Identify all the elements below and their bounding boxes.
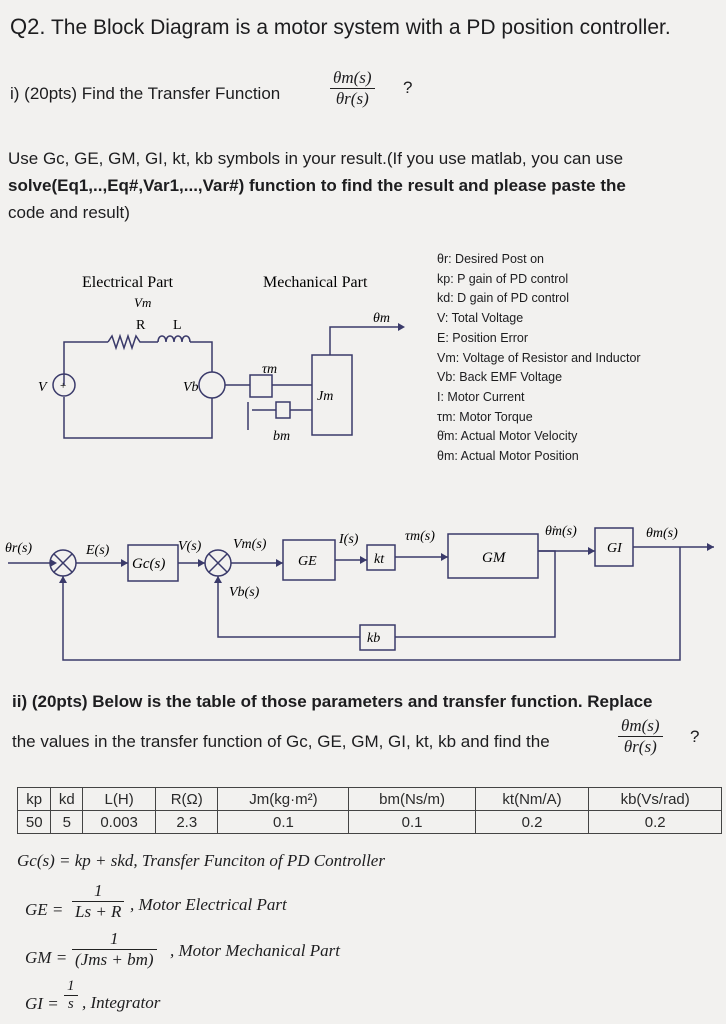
ge-fraction: 1 Ls + R	[72, 881, 125, 922]
block-diagram-arrows	[50, 543, 714, 583]
part2-tf-denominator: θr(s)	[623, 737, 657, 756]
legend-item: Vm: Voltage of Resistor and Inductor	[437, 350, 641, 365]
legend-item: kd: D gain of PD control	[437, 291, 570, 306]
block-diagram-lines	[8, 527, 714, 661]
instructions-line-3: code and result)	[8, 203, 130, 222]
part2-line-1: ii) (20pts) Below is the table of those …	[12, 692, 653, 711]
table-header-cell: Jm(kg·m²)	[217, 787, 350, 811]
bd-vb-label: Vb(s)	[229, 585, 260, 600]
table-header-cell: bm(Ns/m)	[348, 787, 476, 811]
table-cell: 0.003	[82, 810, 157, 834]
question-title: Q2. The Block Diagram is a motor system …	[10, 14, 671, 40]
circuit-theta-m-label: θm	[373, 311, 390, 326]
table-header-row: kp kd L(H) R(Ω) Jm(kg·m²) bm(Ns/m) kt(Nm…	[16, 787, 722, 811]
circuit-wiring	[52, 326, 398, 439]
part2-tf-numerator: θm(s)	[618, 716, 663, 737]
voltage-source-plus-icon: +	[60, 380, 66, 392]
gm-fraction: 1 (Jms + bm)	[72, 929, 157, 970]
legend-item: τm: Motor Torque	[437, 409, 533, 424]
bd-gi-block: GI	[607, 541, 623, 556]
gm-denominator: (Jms + bm)	[75, 950, 154, 969]
table-cell: 0.2	[588, 810, 722, 834]
legend-item: θr: Desired Post on	[437, 252, 544, 266]
parameter-table: kp kd L(H) R(Ω) Jm(kg·m²) bm(Ns/m) kt(Nm…	[16, 787, 722, 834]
instructions-line-2: solve(Eq1,..,Eq#,Var1,...,Var#) function…	[8, 176, 626, 195]
bd-kb-block: kb	[367, 631, 380, 646]
bm-label: bm	[273, 429, 290, 444]
bd-gc-block: Gc(s)	[132, 556, 165, 572]
ge-numerator: 1	[72, 881, 125, 902]
gm-description: , Motor Mechanical Part	[170, 941, 340, 960]
diagram-svg: Electrical Part Mechanical Part Vm R L +…	[5, 274, 714, 661]
gc-formula: Gc(s) = kp + skd, Transfer Funciton of P…	[17, 851, 385, 870]
instructions-line-1: Use Gc, GE, GM, GI, kt, kb symbols in yo…	[8, 149, 624, 168]
part2-fraction: θm(s) θr(s)	[618, 716, 663, 757]
resistor-label: R	[136, 318, 146, 333]
legend-item: θm: Actual Motor Position	[437, 449, 579, 464]
table-cell: 5	[50, 810, 84, 834]
legend-item: Vb: Back EMF Voltage	[437, 370, 563, 385]
vb-label: Vb	[183, 380, 199, 395]
bd-tau-label: τm(s)	[405, 529, 435, 544]
part1-tf-denominator: θr(s)	[335, 89, 369, 108]
gi-lhs: GI =	[25, 994, 59, 1013]
bd-kt-block: kt	[374, 552, 385, 567]
mechanical-part-label: Mechanical Part	[263, 274, 368, 291]
instructions: Use Gc, GE, GM, GI, kt, kb symbols in yo…	[8, 145, 720, 226]
vm-label: Vm	[134, 295, 151, 310]
table-cell: 0.1	[217, 810, 350, 834]
bd-vm-label: Vm(s)	[233, 537, 267, 552]
ge-lhs: GE =	[25, 900, 64, 919]
table-header-cell: R(Ω)	[155, 787, 219, 811]
bd-gm-block: GM	[482, 550, 507, 566]
part2-question-mark: ?	[690, 727, 700, 746]
variable-legend: θr: Desired Post on kp: P gain of PD con…	[437, 250, 641, 467]
legend-item: kp: P gain of PD control	[437, 271, 569, 286]
table-row: 50 5 0.003 2.3 0.1 0.1 0.2 0.2	[16, 810, 722, 834]
table-cell: 0.2	[474, 810, 590, 834]
gm-lhs: GM =	[25, 948, 68, 967]
legend-item: V: Total Voltage	[437, 311, 524, 326]
table-cell: 0.1	[348, 810, 476, 834]
gi-fraction: 1 s	[64, 978, 78, 1013]
part1-question-mark: ?	[403, 78, 413, 97]
bd-e-label: E(s)	[85, 543, 110, 558]
jm-label: Jm	[317, 389, 333, 404]
bd-theta-dot-label: θ̇m(s)	[545, 524, 577, 539]
part1-fraction: θm(s) θr(s)	[330, 68, 375, 109]
bd-theta-r-label: θr(s)	[5, 541, 32, 556]
voltage-v-label: V	[38, 380, 48, 395]
table-cell: 50	[16, 810, 52, 834]
part1-tf-numerator: θm(s)	[330, 68, 375, 89]
legend-item: θ̇m: Actual Motor Velocity	[437, 429, 578, 444]
part2-prompt: ii) (20pts) Below is the table of those …	[12, 688, 652, 756]
gi-description: , Integrator	[82, 993, 161, 1012]
tau-m-label: τm	[262, 362, 277, 377]
table-header-cell: kb(Vs/rad)	[588, 787, 722, 811]
table-cell: 2.3	[155, 810, 219, 834]
legend-item: I: Motor Current	[437, 389, 525, 404]
legend-item: E: Position Error	[437, 330, 529, 345]
electrical-part-label: Electrical Part	[82, 274, 174, 291]
ge-denominator: Ls + R	[75, 902, 122, 921]
bd-theta-m-label: θm(s)	[646, 526, 678, 541]
gi-denominator: s	[67, 996, 74, 1012]
table-header-cell: kp	[16, 787, 52, 811]
part1-prompt: i) (20pts) Find the Transfer Function	[10, 84, 281, 103]
part2-line-2: the values in the transfer function of G…	[12, 732, 550, 751]
bd-v-label: V(s)	[178, 539, 202, 554]
table-header-cell: kd	[50, 787, 84, 811]
bd-ge-block: GE	[298, 554, 317, 569]
question-number: Q2.	[10, 14, 46, 39]
table-header-cell: L(H)	[82, 787, 157, 811]
inductor-label: L	[173, 318, 182, 333]
table-header-cell: kt(Nm/A)	[474, 787, 590, 811]
question-title-text: The Block Diagram is a motor system with…	[50, 16, 671, 39]
ge-description: , Motor Electrical Part	[130, 895, 287, 914]
gi-numerator: 1	[64, 978, 78, 996]
gm-numerator: 1	[72, 929, 157, 950]
bd-i-label: I(s)	[338, 532, 359, 547]
